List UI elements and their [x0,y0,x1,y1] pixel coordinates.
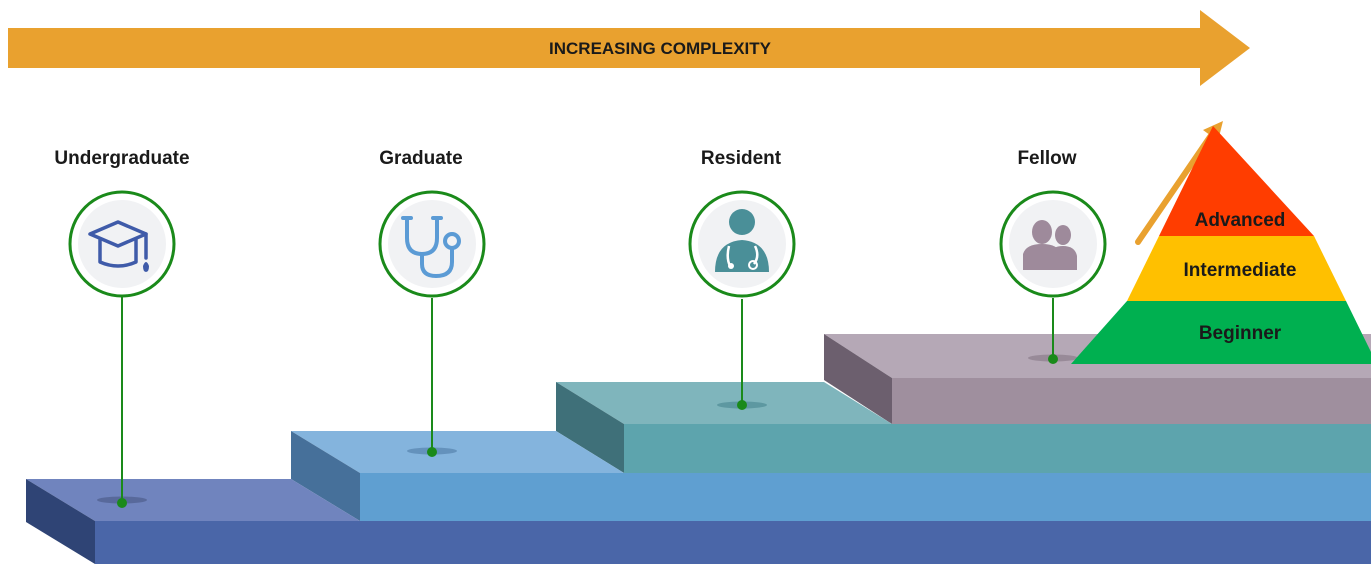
stage-icons [68,190,1107,298]
stairs [26,334,1371,564]
icon-circle-graduate [378,190,486,298]
connector-dot-fellow [1048,354,1058,364]
step-resident [556,382,1371,473]
connector-dot-resident [737,400,747,410]
doctor-icon [715,209,769,272]
pyramid-level-intermediate [1127,236,1346,301]
stage-label-undergraduate: Undergraduate [54,148,189,169]
stethoscope-icon [401,216,461,279]
pyramid-level-advanced [1159,126,1314,236]
banner-arrow-shape [8,10,1250,86]
stage-labels: Undergraduate Graduate Resident Fellow [54,148,1076,169]
skill-pyramid: Advanced Intermediate Beginner [1071,126,1371,364]
icon-circle-undergraduate [68,190,176,298]
connectors [97,297,1078,508]
graduation-cap-icon [88,220,149,272]
pyramid-level-beginner [1071,301,1371,364]
icon-circle-fellow [999,190,1107,298]
pyramid-label-intermediate: Intermediate [1184,260,1297,281]
complexity-arrow: INCREASING COMPLEXITY [8,10,1250,86]
pyramid-label-beginner: Beginner [1199,323,1282,344]
step-undergraduate [26,479,1371,564]
stage-label-resident: Resident [701,148,782,169]
stage-label-graduate: Graduate [379,148,462,169]
step-graduate [291,431,1371,521]
people-icon [1023,220,1077,270]
stage-label-fellow: Fellow [1017,148,1076,169]
icon-circle-resident [688,190,796,298]
banner-label: INCREASING COMPLEXITY [549,39,772,58]
pyramid-label-advanced: Advanced [1195,210,1286,231]
connector-dot-undergraduate [117,498,127,508]
connector-dot-graduate [427,447,437,457]
